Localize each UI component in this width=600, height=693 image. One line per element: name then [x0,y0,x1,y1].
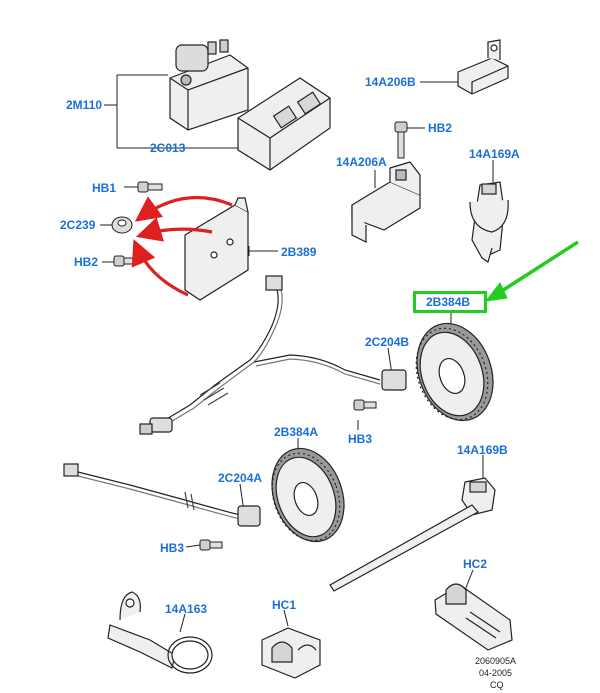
callout-2c204a[interactable]: 2C204A [218,471,263,485]
bolt-hb2-left [113,255,139,267]
bracket-2b389 [184,197,249,301]
clip-14a169a [469,181,509,263]
clip-14a163 [107,591,213,674]
highlight-box [413,291,487,313]
callout-2b384b[interactable]: 2B384B [426,295,471,309]
sensor-harness-lower [63,463,261,527]
callout-hb2-left[interactable]: HB2 [74,255,99,269]
bolt-hb3-low [199,539,223,551]
red-arrows [131,195,233,297]
clip-hc1 [261,627,321,679]
bolt-hb2-top [394,121,408,159]
callout-2b384a[interactable]: 2B384A [274,425,319,439]
callout-hc2[interactable]: HC2 [463,557,488,571]
sensor-harness-upper [139,275,407,435]
callout-2b389[interactable]: 2B389 [281,245,317,259]
bolt-hb3-mid [353,399,377,411]
footer-ref-number: 2060905A [475,656,517,666]
callout-2c239[interactable]: 2C239 [60,218,96,232]
bolt-hb1 [137,181,163,193]
cable-tie-14a169b [329,477,496,592]
tone-ring-2b384b [415,322,494,422]
callout-14a169b[interactable]: 14A169B [457,443,508,457]
callout-hb1[interactable]: HB1 [92,181,117,195]
callout-2m110[interactable]: 2M110 [66,98,103,112]
callout-14a206b[interactable]: 14A206B [365,75,416,89]
grommet-2c239 [111,216,133,234]
bracket-14a206a [351,161,421,243]
callout-hb3-mid[interactable]: HB3 [348,432,373,446]
green-arrow [484,240,579,302]
bracket-14a206b [457,39,509,95]
callout-14a206a[interactable]: 14A206A [336,155,387,169]
callout-2c204b[interactable]: 2C204B [365,335,410,349]
footer-date: 04-2005 [479,668,513,678]
module-2m110 [169,39,249,131]
clip-hc2 [434,583,513,651]
callout-hb2-top[interactable]: HB2 [428,121,453,135]
callout-14a169a[interactable]: 14A169A [469,147,520,161]
tone-ring-2b384a [271,447,345,543]
callout-hc1[interactable]: HC1 [272,598,297,612]
callout-14a163[interactable]: 14A163 [165,602,208,616]
callout-2c013[interactable]: 2C013 [150,141,186,155]
callout-hb3-low[interactable]: HB3 [160,541,185,555]
footer-code: CQ [490,680,504,690]
module-2c013 [237,77,331,171]
